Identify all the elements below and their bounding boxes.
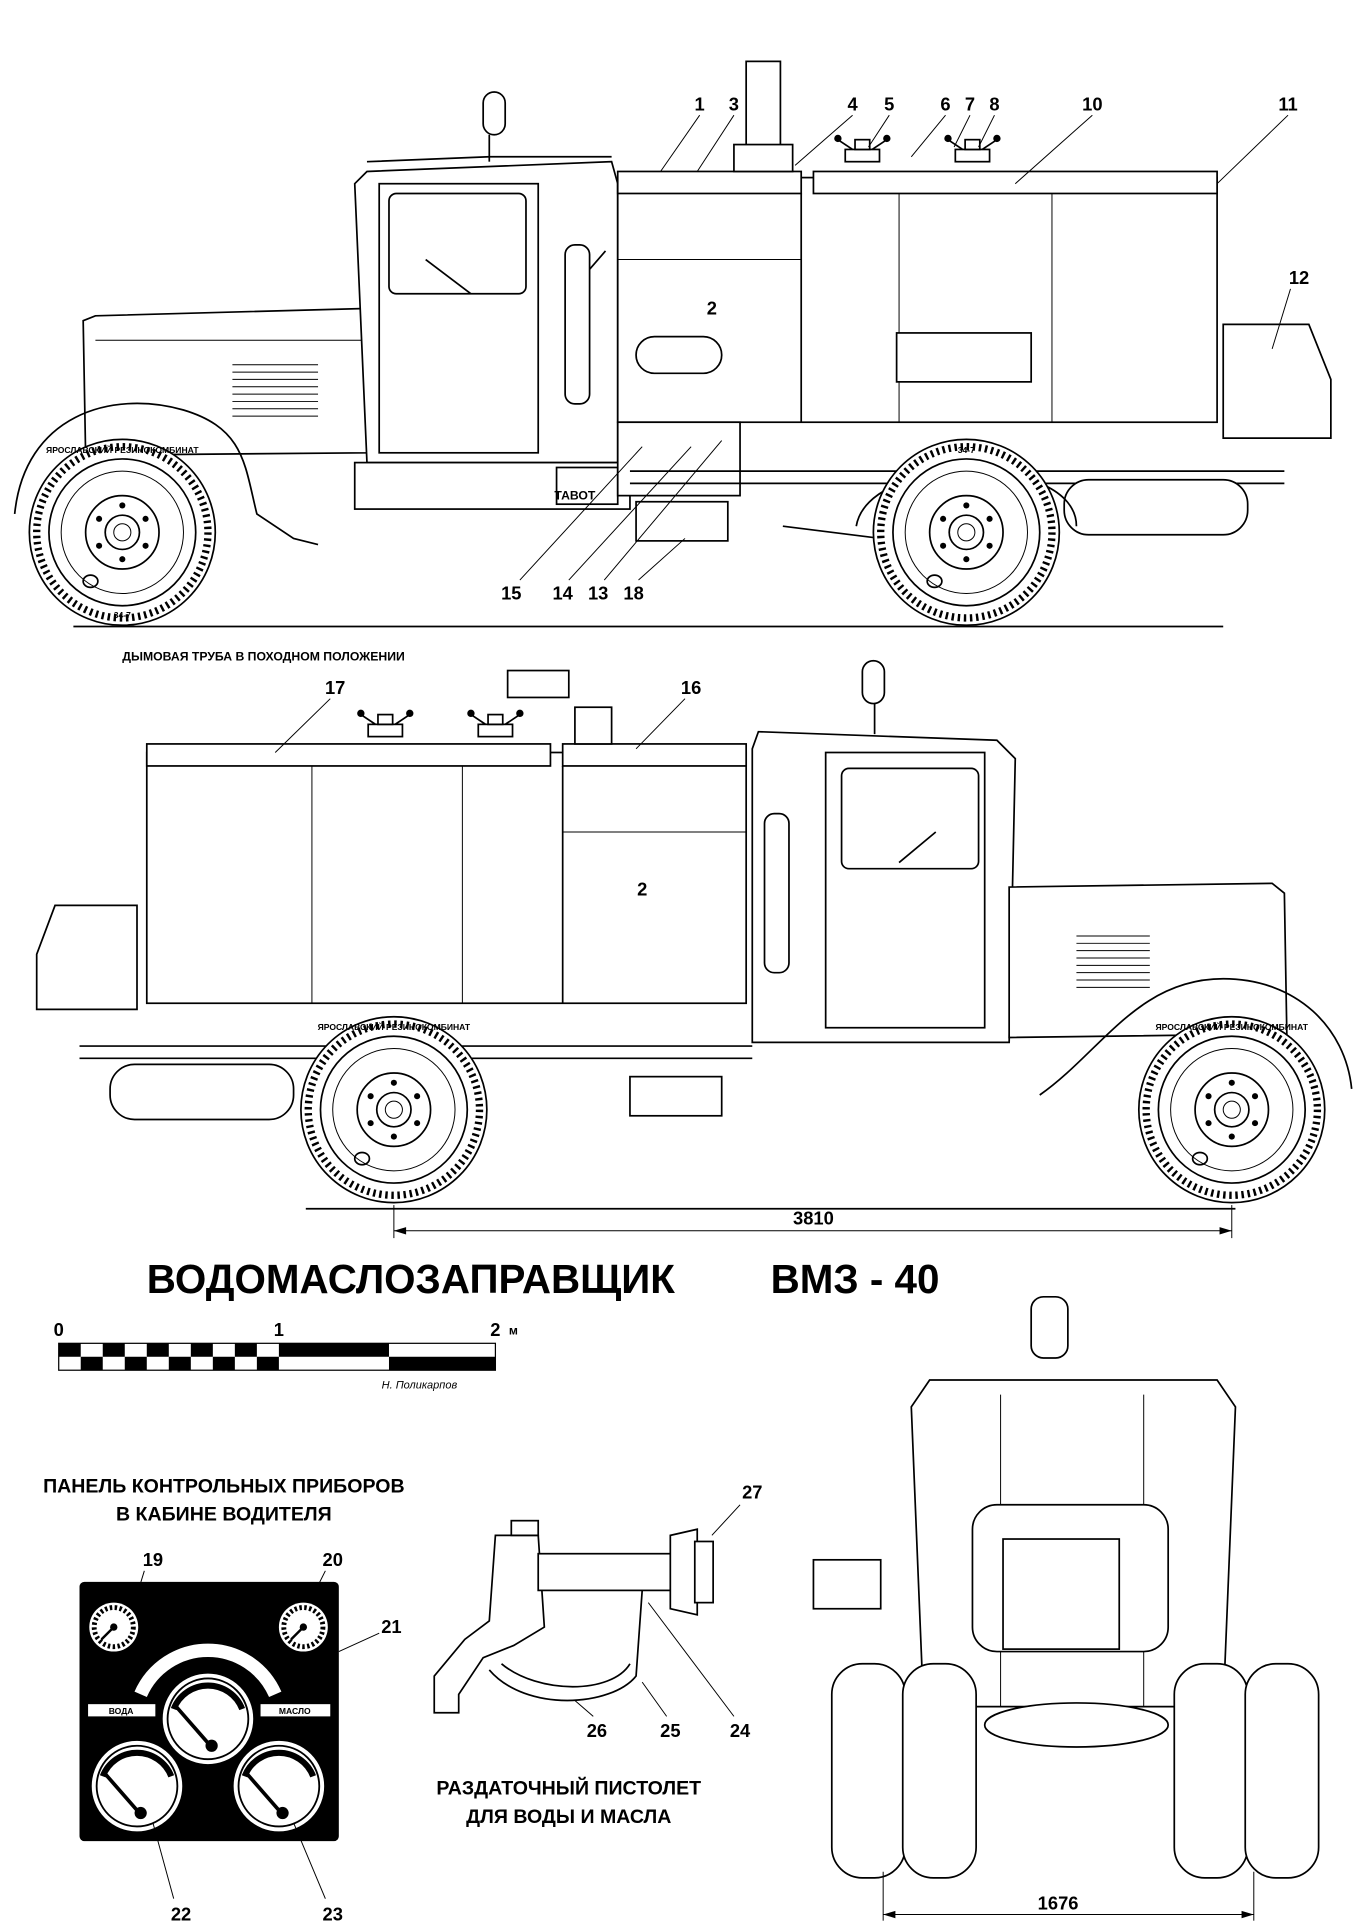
tank-body xyxy=(145,751,748,1005)
cab-door xyxy=(378,182,540,454)
wheelbase-dimension: 3810 xyxy=(793,1208,834,1229)
spare-tire xyxy=(983,1702,1170,1748)
tire-marking: ЯРОСЛАВСКИЙ РЕЗИНОКОМБИНАТ xyxy=(1156,1021,1309,1032)
water-gauge-label: ВОДА xyxy=(109,1706,134,1716)
panel-heading: ПАНЕЛЬ КОНТРОЛЬНЫХ ПРИБОРОВ xyxy=(43,1476,404,1498)
left-rear-tire-inner xyxy=(901,1662,977,1879)
hood-louvers xyxy=(1076,935,1150,988)
fire-extinguisher xyxy=(564,244,591,405)
scale-tick-1: 1 xyxy=(274,1319,284,1340)
fuel-gauge xyxy=(164,1675,252,1763)
drawing-title: ВОДОМАСЛОЗАПРАВЩИК xyxy=(147,1256,675,1302)
instrument-panel: ПАНЕЛЬ КОНТРОЛЬНЫХ ПРИБОРОВ В КАБИНЕ ВОД… xyxy=(43,1476,404,1925)
callout-19: 19 xyxy=(143,1549,163,1570)
rear-wheel xyxy=(873,439,1059,625)
callout-22: 22 xyxy=(171,1904,191,1925)
scale-bar: 0 1 2 м Н. Поликарпов xyxy=(54,1319,518,1392)
callouts-top: 1 3 4 5 6 7 8 10 11 12 2 15 14 13 18 xyxy=(501,93,1309,603)
callout-16: 16 xyxy=(681,677,701,698)
callout-20: 20 xyxy=(323,1549,343,1570)
callout-8: 8 xyxy=(989,93,999,114)
left-rear-tire xyxy=(830,1662,907,1879)
rear-compartment xyxy=(35,904,138,1011)
cab-window xyxy=(840,767,980,870)
panel-subheading: В КАБИНЕ ВОДИТЕЛЯ xyxy=(116,1504,332,1526)
searchlight xyxy=(861,659,886,705)
water-gauge xyxy=(93,1742,181,1830)
side-box xyxy=(812,1558,882,1610)
hood xyxy=(1008,882,1288,1039)
author-signature: Н. Поликарпов xyxy=(382,1380,458,1392)
callout-13: 13 xyxy=(588,583,608,604)
track-dimension: 1676 xyxy=(1038,1893,1079,1914)
callout-2: 2 xyxy=(637,879,647,900)
fire-extinguisher xyxy=(763,812,790,974)
callout-1: 1 xyxy=(695,93,705,114)
front-view: 1676 xyxy=(812,1295,1320,1921)
searchlight xyxy=(1030,1295,1069,1359)
oil-gauge xyxy=(235,1742,323,1830)
tool-box xyxy=(895,332,1033,383)
callout-12: 12 xyxy=(1289,267,1309,288)
side-view-right: ТАВОТ ЯРОСЛАВСКИЙ РЕЗИНОКОМБИНАТ 34-7 34… xyxy=(13,60,1332,626)
filler-cap xyxy=(356,708,415,738)
scale-tick-0: 0 xyxy=(54,1319,64,1340)
callout-24: 24 xyxy=(730,1720,751,1741)
callout-7: 7 xyxy=(965,93,975,114)
callout-17: 17 xyxy=(325,677,345,698)
side-locker xyxy=(616,421,741,497)
hood-louvers xyxy=(232,364,319,417)
callout-14: 14 xyxy=(552,583,573,604)
tire-size: 34-7 xyxy=(958,445,975,455)
filler-cap xyxy=(833,133,892,163)
callout-23: 23 xyxy=(323,1904,343,1925)
callout-18: 18 xyxy=(623,583,643,604)
tire-size: 34-7 xyxy=(114,610,131,620)
cab-window xyxy=(388,192,527,295)
callout-21: 21 xyxy=(381,1616,401,1637)
callout-11: 11 xyxy=(1278,93,1297,114)
spare-tire xyxy=(1063,478,1249,536)
grease-plate-label: ТАВОТ xyxy=(554,488,596,502)
filler-cap xyxy=(466,708,525,738)
scale-tick-2: 2 xyxy=(490,1319,500,1340)
callout-10: 10 xyxy=(1082,93,1102,114)
right-rear-tire-inner xyxy=(1173,1662,1249,1879)
front-wheel xyxy=(1139,1017,1325,1203)
nozzle-caption: РАЗДАТОЧНЫЙ ПИСТОЛЕТ xyxy=(436,1776,701,1800)
callout-5: 5 xyxy=(884,93,894,114)
callout-2: 2 xyxy=(707,298,717,319)
model-designation: ВМЗ - 40 xyxy=(771,1256,940,1302)
callout-3: 3 xyxy=(729,93,739,114)
grease-plate xyxy=(555,466,619,506)
callout-26: 26 xyxy=(587,1720,607,1741)
cab-door xyxy=(824,751,986,1029)
rear-compartment xyxy=(1222,323,1332,439)
right-rear-tire xyxy=(1244,1662,1320,1879)
filler-cap xyxy=(943,133,1002,163)
chimney-caption: ДЫМОВАЯ ТРУБА В ПОХОДНОМ ПОЛОЖЕНИИ xyxy=(122,650,404,664)
oil-gauge-label: МАСЛО xyxy=(279,1706,311,1716)
searchlight xyxy=(482,91,507,136)
tire-marking: ЯРОСЛАВСКИЙ РЕЗИНОКОМБИНАТ xyxy=(46,444,199,455)
callout-6: 6 xyxy=(940,93,950,114)
callout-27: 27 xyxy=(742,1482,762,1503)
rear-wheel xyxy=(301,1017,487,1203)
chimney-stowed xyxy=(506,669,570,699)
front-fender xyxy=(1039,977,1353,1096)
callout-25: 25 xyxy=(660,1720,680,1741)
front-fender xyxy=(13,402,319,546)
callout-4: 4 xyxy=(847,93,858,114)
side-view-left: ДЫМОВАЯ ТРУБА В ПОХОДНОМ ПОЛОЖЕНИИ xyxy=(35,650,1353,1239)
nozzle-subcaption: ДЛЯ ВОДЫ И МАСЛА xyxy=(466,1806,671,1828)
front-wheel xyxy=(29,439,215,625)
dispensing-nozzle: 27 24 25 26 РАЗДАТОЧНЫЙ ПИСТОЛЕТ ДЛЯ ВОД… xyxy=(433,1482,762,1828)
callout-15: 15 xyxy=(501,583,521,604)
tank-hatch xyxy=(635,335,723,375)
tire-marking: ЯРОСЛАВСКИЙ РЕЗИНОКОМБИНАТ xyxy=(318,1021,471,1032)
scale-unit: м xyxy=(509,1324,518,1338)
spare-tire xyxy=(109,1063,295,1121)
